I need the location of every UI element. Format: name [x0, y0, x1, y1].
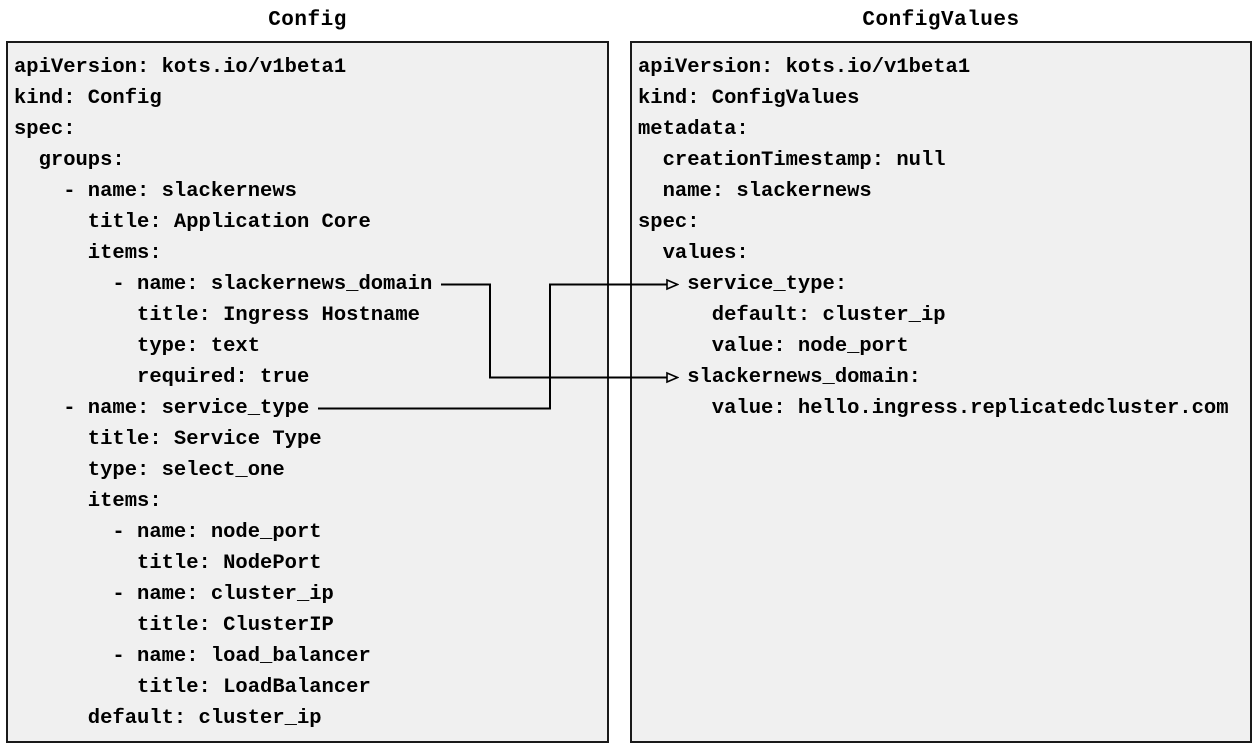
config-panel-title: Config — [268, 9, 347, 32]
configvalues-yaml-code: apiVersion: kots.io/v1beta1 kind: Config… — [638, 56, 1229, 420]
configvalues-panel-title: ConfigValues — [862, 9, 1020, 32]
configvalues-panel — [630, 41, 1252, 743]
config-yaml-code: apiVersion: kots.io/v1beta1 kind: Config… — [14, 56, 433, 730]
